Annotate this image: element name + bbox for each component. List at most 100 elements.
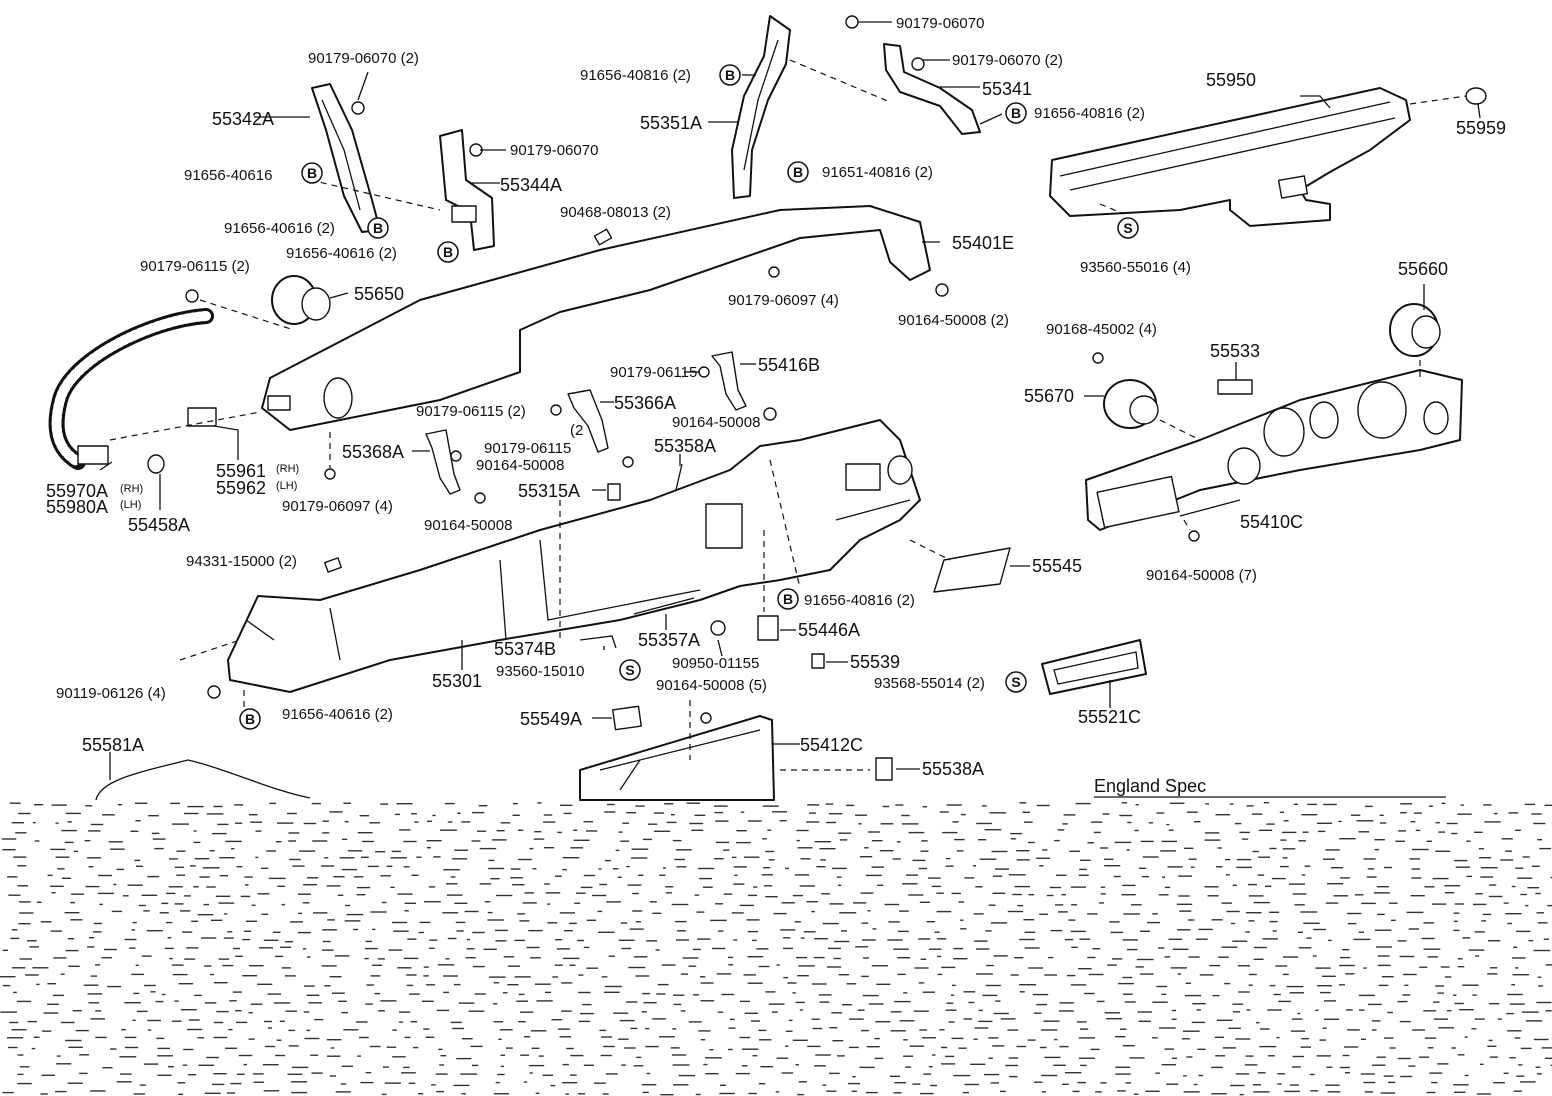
noise-dash [281, 903, 285, 906]
noise-dash [418, 1093, 424, 1095]
label-91656-40816-2a: 91656-40816 (2) [580, 67, 691, 84]
noise-dash [776, 964, 780, 966]
label-55368a: 55368A [342, 442, 404, 462]
noise-dash [1531, 813, 1542, 815]
noise-dash [446, 894, 463, 896]
noise-dash [728, 1027, 736, 1029]
noise-dash [672, 1028, 677, 1030]
noise-dash [1121, 894, 1136, 896]
svg-text:B: B [443, 244, 453, 260]
noise-dash [926, 921, 935, 923]
noise-dash [418, 931, 425, 934]
noise-dash [1230, 922, 1236, 925]
noise-dash [1301, 1038, 1310, 1040]
noise-dash [1513, 946, 1518, 948]
noise-dash [1509, 1057, 1516, 1059]
noise-dash [181, 1009, 197, 1011]
noise-dash [500, 822, 511, 824]
noise-dash [360, 1081, 374, 1084]
noise-dash [1123, 913, 1140, 915]
noise-dash [1114, 1036, 1126, 1038]
noise-dash [1095, 1091, 1102, 1093]
noise-dash [1426, 1091, 1436, 1094]
part-55581a-wire [95, 759, 311, 801]
noise-dash [1444, 892, 1455, 894]
noise-dash [503, 956, 515, 958]
noise-dash [1010, 832, 1023, 835]
noise-dash [88, 866, 94, 868]
noise-dash [698, 867, 715, 870]
noise-dash [1041, 1091, 1046, 1093]
noise-dash [1537, 922, 1548, 924]
noise-dash [512, 802, 518, 805]
noise-dash [1363, 967, 1367, 969]
noise-dash [1283, 820, 1289, 822]
noise-dash [124, 1036, 137, 1039]
noise-dash [401, 1072, 416, 1074]
noise-dash [65, 949, 79, 952]
noise-dash [1316, 822, 1333, 824]
noise-dash [264, 1020, 272, 1023]
noise-dash [861, 975, 869, 978]
noise-dash [1162, 876, 1166, 878]
noise-dash [811, 910, 815, 913]
noise-dash [403, 957, 419, 960]
noise-dash [1505, 850, 1512, 852]
noise-dash [240, 895, 251, 898]
noise-dash [678, 1074, 695, 1077]
noise-dash [1377, 913, 1385, 916]
noise-dash [1384, 866, 1392, 869]
noise-dash [1171, 1057, 1177, 1059]
noise-dash [119, 1056, 137, 1058]
noise-dash [19, 958, 33, 960]
noise-dash [815, 1054, 831, 1056]
noise-dash [814, 841, 831, 843]
noise-dash [280, 946, 291, 948]
noise-dash [148, 815, 159, 817]
noise-dash [820, 859, 826, 861]
noise-dash [771, 1011, 778, 1013]
noise-dash [226, 1092, 235, 1094]
noise-dash [1117, 1090, 1126, 1092]
noise-dash [693, 994, 699, 996]
noise-dash [1399, 955, 1415, 958]
noise-dash [410, 1021, 418, 1023]
noise-dash [1358, 931, 1364, 933]
noise-dash [218, 958, 230, 960]
noise-dash [267, 993, 282, 995]
noise-dash [1459, 1009, 1474, 1011]
noise-dash [367, 865, 379, 868]
noise-dash [206, 813, 224, 815]
bolt-badge-b-7: B [777, 588, 799, 610]
noise-dash [995, 1000, 1001, 1002]
noise-dash [1324, 1000, 1336, 1002]
noise-dash [257, 893, 270, 895]
part-55416b-bracket [711, 351, 747, 411]
noise-dash [1457, 966, 1465, 968]
noise-dash [1269, 920, 1278, 923]
noise-dash [1207, 895, 1219, 897]
label-91656-40616-2a: 91656-40616 (2) [224, 220, 335, 237]
noise-dash [727, 1048, 733, 1051]
noise-dash [927, 877, 941, 879]
noise-dash [356, 1021, 368, 1023]
noise-dash [157, 1055, 173, 1057]
noise-dash [945, 1055, 955, 1058]
noise-dash [1078, 1057, 1095, 1059]
noise-dash [344, 821, 349, 823]
noise-dash [973, 1038, 978, 1040]
noise-dash [135, 964, 139, 966]
noise-dash [901, 814, 910, 817]
noise-dash [1399, 1020, 1411, 1023]
noise-dash [233, 947, 240, 950]
label-93568-55014-2: 93568-55014 (2) [874, 675, 985, 692]
noise-dash [1211, 1093, 1227, 1095]
noise-dash [748, 820, 762, 822]
noise-dash [1246, 805, 1254, 807]
noise-dash [1453, 929, 1460, 932]
label-91651-40816-2: 91651-40816 (2) [822, 164, 933, 181]
noise-dash [1039, 913, 1048, 915]
noise-dash [1133, 1093, 1139, 1095]
noise-dash [72, 1010, 82, 1012]
noise-dash [1070, 930, 1086, 933]
